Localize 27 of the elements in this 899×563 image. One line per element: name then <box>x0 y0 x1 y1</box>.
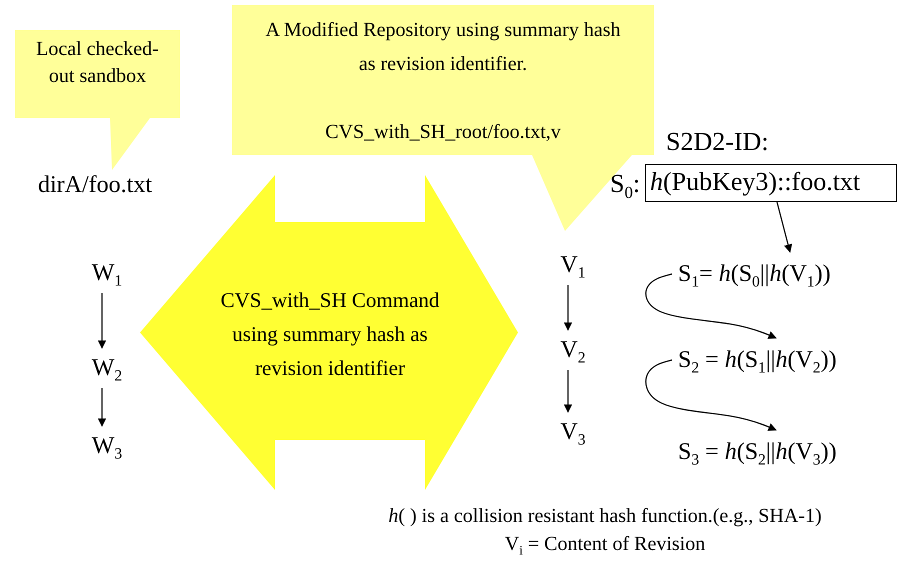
note-text: V$_{i}$ = Content of Revision <box>504 533 706 556</box>
arrow-text: CVS_with_SH Command using summary hash as revision identifier <box>220 287 440 382</box>
arrow <box>776 202 792 253</box>
callout-text: Local checked-out sandbox <box>35 37 160 89</box>
formula-text: W$_{1}$ <box>82 255 132 291</box>
speech-bubble <box>15 30 180 172</box>
formula-text: W$_{3}$ <box>82 428 132 464</box>
arrow <box>98 388 106 427</box>
curved-arrow <box>645 359 777 431</box>
id-text: h(PubKey3)::foo.txt <box>650 167 860 197</box>
curved-arrow <box>645 273 777 339</box>
formula-text: W$_{2}$ <box>82 350 132 386</box>
formula-text: S$_{2}$ = h(S$_{1}$||h(V$_{2}$)) <box>678 342 883 378</box>
formula-text: S$_{3}$ = h(S$_{2}$||h(V$_{3}$)) <box>678 434 883 470</box>
file-path-label: dirA/foo.txt <box>37 172 153 199</box>
id-heading: S2D2-ID: <box>666 127 769 157</box>
arrow <box>98 293 106 349</box>
formula-text: V$_{3}$ <box>548 414 598 450</box>
formula-text: V$_{2}$ <box>548 332 598 368</box>
callout-text: A Modified Repository using summary hash as revision identifier. <box>264 18 622 77</box>
formula-text: S$_{1}$= h(S$_{0}$||h(V$_{1}$)) <box>678 256 883 292</box>
callout-text: CVS_with_SH_root/foo.txt,v <box>324 120 562 145</box>
arrow <box>564 370 572 413</box>
arrow <box>564 285 572 331</box>
note-text: h( ) is a collision resistant hash function.(e.g., SHA-1) <box>387 505 823 528</box>
formula-text: V$_{1}$ <box>548 247 598 283</box>
id-prefix: S$_{0}$: <box>610 169 640 199</box>
